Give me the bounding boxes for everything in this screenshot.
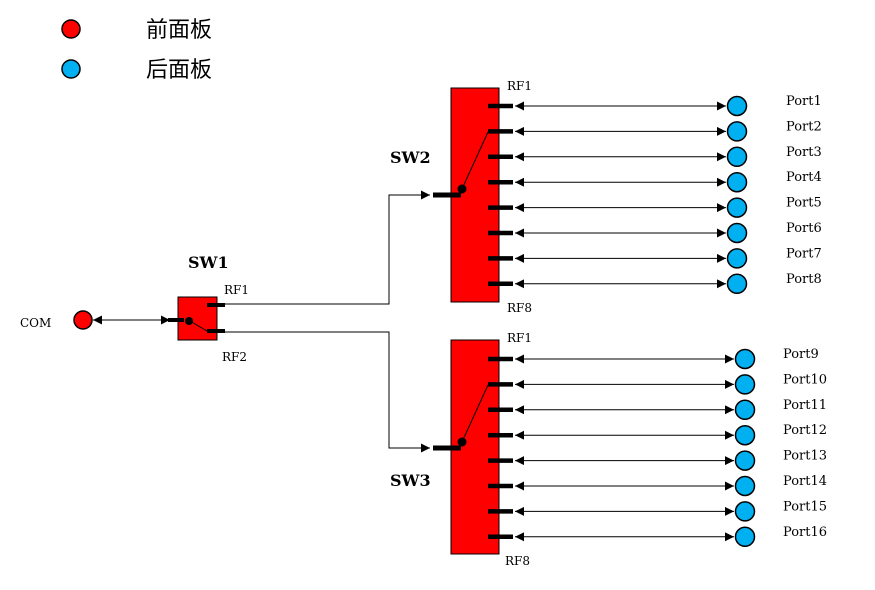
port-row: Port11	[488, 398, 827, 421]
sw2-rf1-label: RF1	[507, 79, 532, 93]
rear-port-icon	[734, 475, 756, 497]
port-label: Port4	[786, 170, 822, 185]
rear-port-icon	[726, 121, 748, 142]
rear-port-icon	[726, 248, 748, 269]
sw1-rf2-label: RF2	[222, 350, 247, 364]
port-label: Port8	[786, 272, 822, 287]
sw1-title: SW1	[188, 253, 229, 272]
rear-port-icon	[734, 424, 756, 446]
port-label: Port10	[783, 372, 827, 387]
rear-port-icon	[734, 399, 756, 421]
rear-port-icon	[734, 526, 756, 548]
port-label: Port15	[783, 499, 827, 514]
switch-sw3: SW3 RF1 RF8 Port9Port10Port11Port12Port1…	[390, 331, 827, 568]
sw1-to-sw3-link	[225, 331, 430, 453]
rear-port-icon	[726, 95, 748, 117]
legend-label-rear-panel: 后面板	[146, 58, 212, 83]
sw1-pivot-icon	[185, 317, 193, 325]
port-row: Port2	[488, 119, 822, 142]
com-label: COM	[20, 316, 51, 330]
port-row: Port15	[488, 499, 827, 522]
port-label: Port12	[783, 423, 827, 438]
sw3-rf1-label: RF1	[507, 331, 532, 345]
port-row: Port13	[488, 449, 827, 471]
port-label: Port9	[783, 347, 819, 362]
rear-port-icon	[734, 450, 756, 471]
sw1-to-sw2-link	[225, 190, 430, 305]
rear-port-icon	[726, 146, 748, 168]
port-label: Port7	[786, 246, 822, 261]
port-row: Port9	[488, 347, 819, 370]
sw1-outputs	[225, 190, 430, 453]
rear-port-icon	[726, 273, 748, 295]
legend-item-rear-panel: 后面板	[61, 58, 212, 83]
port-label: Port3	[786, 145, 822, 160]
sw1-contact-blade	[189, 320, 208, 332]
port-row: Port5	[488, 196, 822, 218]
port-row: Port6	[488, 221, 822, 244]
sw3-title: SW3	[390, 471, 431, 490]
sw3-port-rows: Port9Port10Port11Port12Port13Port14Port1…	[488, 347, 827, 548]
port-label: Port11	[783, 398, 827, 413]
sw1-rf1-label: RF1	[224, 283, 249, 297]
rear-port-icon	[734, 374, 756, 395]
com-connector: COM	[20, 310, 170, 330]
legend-item-front-panel: 前面板	[61, 18, 212, 43]
port-row: Port1	[488, 94, 822, 117]
rear-port-icon	[734, 348, 756, 370]
port-label: Port16	[783, 525, 827, 540]
port-label: Port6	[786, 221, 822, 236]
port-row: Port8	[488, 272, 822, 295]
sw2-title: SW2	[390, 148, 431, 167]
port-row: Port14	[488, 474, 827, 497]
sw2-pivot-icon	[457, 184, 467, 194]
sw2-rf8-label: RF8	[507, 301, 532, 315]
port-row: Port4	[488, 170, 822, 193]
switch-sw2: SW2 RF1 RF8 Port1Port2Port3Port4Port5Por…	[390, 79, 822, 315]
rear-port-icon	[726, 197, 748, 218]
switch-sw1: SW1 RF1 RF2	[168, 253, 249, 364]
front-panel-marker-icon	[61, 19, 81, 39]
port-row: Port16	[488, 525, 827, 548]
sw3-contact-blade	[461, 384, 489, 443]
port-row: Port12	[488, 423, 827, 446]
sw3-rf8-label: RF8	[505, 554, 530, 568]
sw2-contact-blade	[461, 131, 489, 190]
legend-label-front-panel: 前面板	[146, 18, 212, 43]
rear-port-icon	[734, 501, 756, 522]
port-row: Port3	[488, 145, 822, 168]
rear-panel-marker-icon	[61, 59, 81, 79]
port-row: Port7	[488, 246, 822, 269]
com-port-icon	[73, 310, 93, 330]
port-row: Port10	[488, 372, 827, 395]
port-label: Port13	[783, 449, 827, 464]
sw3-pivot-icon	[457, 437, 467, 447]
rear-port-icon	[726, 171, 748, 193]
legend: 前面板 后面板	[61, 18, 212, 83]
port-label: Port5	[786, 196, 822, 211]
port-label: Port14	[783, 474, 827, 489]
port-label: Port1	[786, 94, 822, 109]
port-label: Port2	[786, 119, 822, 134]
rear-port-icon	[726, 222, 748, 244]
